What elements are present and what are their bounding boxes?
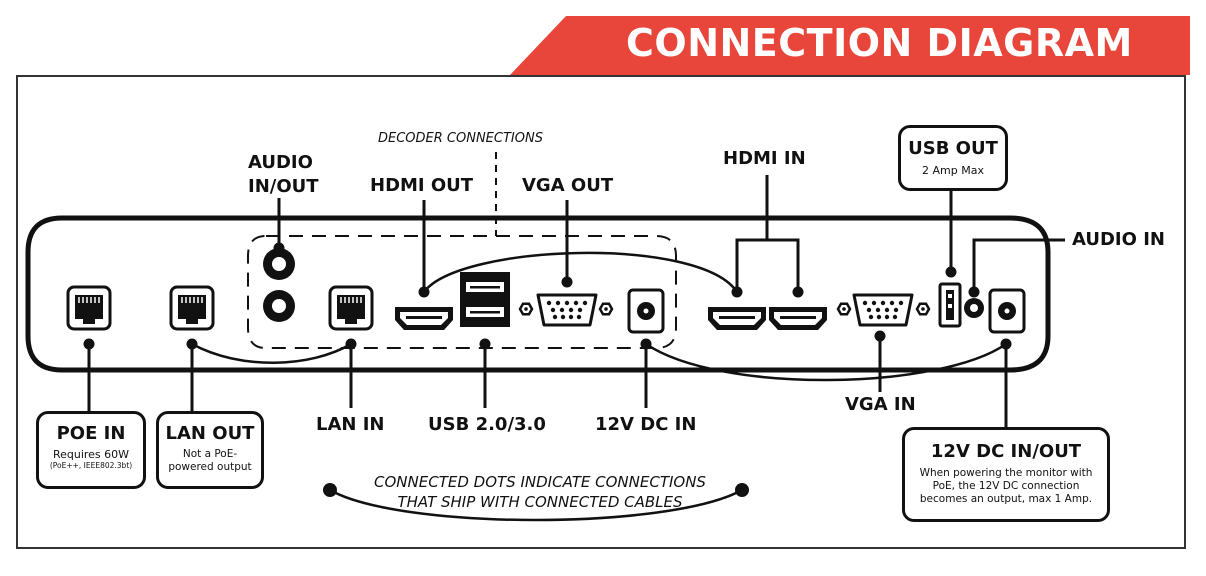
audio-in-label: AUDIO IN: [1072, 229, 1165, 250]
lan-out-title: LAN OUT: [165, 423, 255, 444]
dc-inout-desc-2: PoE, the 12V DC connection: [932, 480, 1080, 492]
usb-out-sub: 2 Amp Max: [922, 164, 984, 177]
dc-inout-title: 12V DC IN/OUT: [930, 441, 1082, 462]
audio-jack-bottom: [263, 290, 295, 322]
title-banner: [510, 16, 1190, 75]
lan-out-box: LAN OUT Not a PoE- powered output: [156, 411, 264, 489]
audio-inout-line1: AUDIO: [248, 152, 313, 173]
lan-in-label: LAN IN: [316, 414, 385, 435]
dc-in-label: 12V DC IN: [595, 414, 697, 435]
hdmi-in-port-1: [708, 307, 766, 330]
vga-in-screw-left: [836, 302, 852, 316]
audio-inout-line2: IN/OUT: [248, 176, 319, 197]
dc-inout-port: [988, 288, 1026, 334]
usb-ports: [460, 272, 510, 327]
poe-in-title: POE IN: [56, 423, 126, 444]
legend-line-2: THAT SHIP WITH CONNECTED CABLES: [397, 493, 683, 511]
audio-jack-top: [263, 248, 295, 280]
usb-out-title: USB OUT: [908, 138, 998, 159]
decoder-caption: DECODER CONNECTIONS: [378, 131, 543, 146]
hdmi-in-label: HDMI IN: [723, 148, 806, 169]
poe-in-port: [66, 285, 112, 331]
vga-in-port: [852, 293, 914, 327]
hdmi-in-port-2: [769, 307, 827, 330]
lan-out-sub-1: Not a PoE-: [182, 448, 238, 460]
poe-in-box: POE IN Requires 60W (PoE++, IEEE802.3bt): [36, 411, 146, 489]
leader-lines: [87, 175, 1065, 428]
legend-note: CONNECTED DOTS INDICATE CONNECTIONS THAT…: [355, 472, 725, 512]
dc-in-port: [627, 288, 665, 334]
vga-in-label: VGA IN: [845, 394, 916, 415]
poe-in-sub2: (PoE++, IEEE802.3bt): [49, 461, 133, 470]
hdmi-out-label: HDMI OUT: [370, 175, 474, 196]
audio-inout-label: AUDIO IN/OUT: [248, 151, 319, 199]
dc-inout-desc-3: becomes an output, max 1 Amp.: [919, 493, 1093, 505]
lan-out-port: [169, 285, 215, 331]
vga-out-port: [536, 293, 598, 327]
page-title: CONNECTION DIAGRAM: [626, 21, 1133, 65]
vga-out-label: VGA OUT: [522, 175, 614, 196]
dc-inout-box: 12V DC IN/OUT When powering the monitor …: [902, 427, 1110, 522]
cable-curves: [191, 251, 1007, 522]
usb-out-box: USB OUT 2 Amp Max: [898, 125, 1008, 191]
vga-out-screw-left: [518, 302, 534, 316]
dc-inout-desc-1: When powering the monitor with: [919, 467, 1093, 479]
poe-in-sub: Requires 60W: [52, 448, 130, 461]
legend-line-1: CONNECTED DOTS INDICATE CONNECTIONS: [374, 473, 706, 491]
vga-in-screw-right: [915, 302, 931, 316]
vga-out-screw-right: [598, 302, 614, 316]
audio-in-jack: [964, 298, 984, 318]
lan-out-sub-2: powered output: [168, 461, 252, 473]
usb-label: USB 2.0/3.0: [428, 414, 546, 435]
usb-out-port: [938, 282, 962, 328]
hdmi-out-port: [395, 307, 453, 330]
lan-in-port: [328, 285, 374, 331]
connection-dots: [83, 242, 1012, 497]
